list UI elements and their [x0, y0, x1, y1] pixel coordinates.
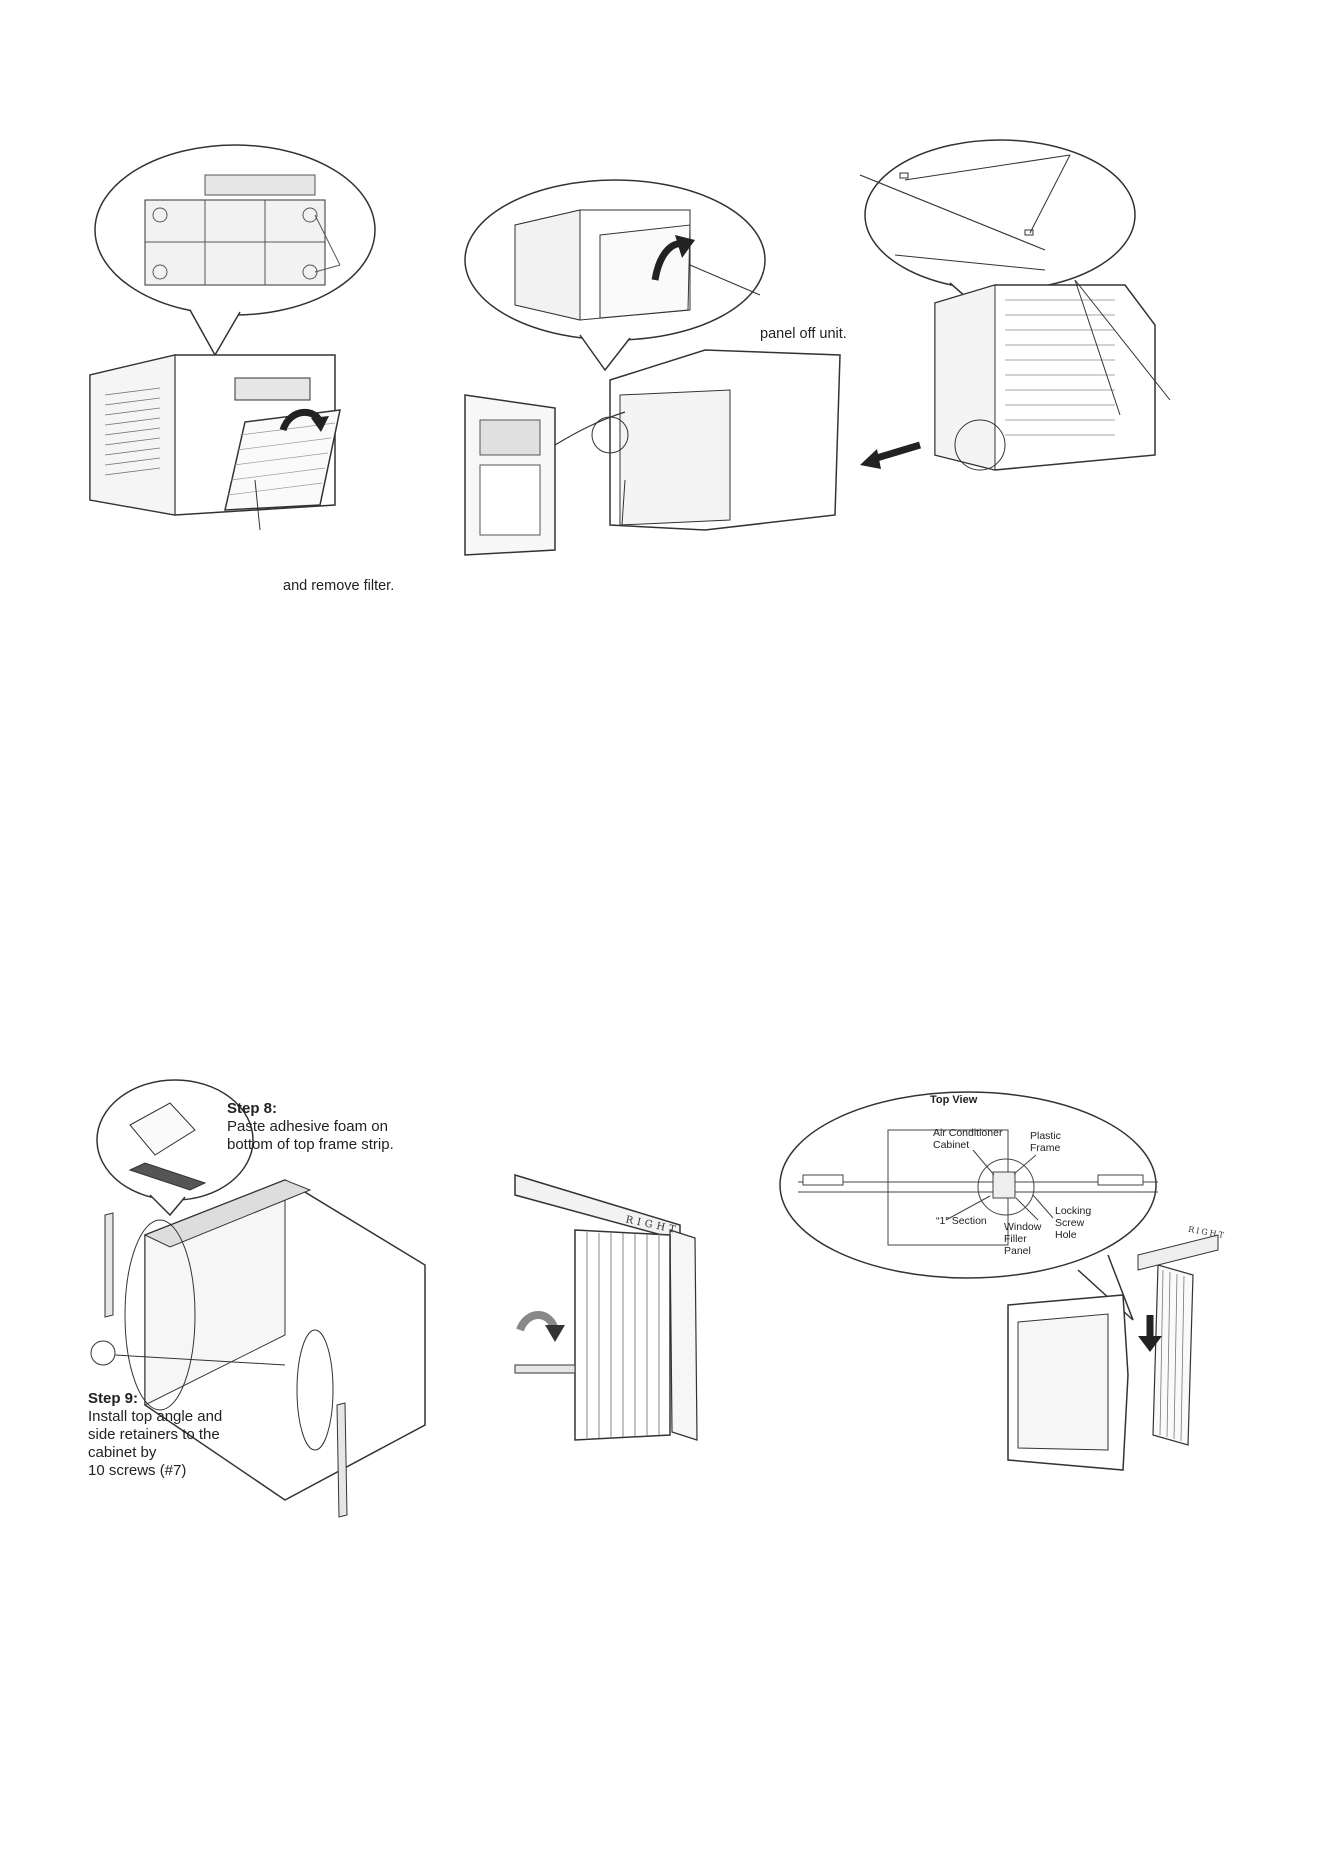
step-8-body: Paste adhesive foam on bottom of top fra… — [227, 1118, 394, 1154]
label-plastic-frame: Plastic Frame — [1030, 1130, 1061, 1154]
step-9-body: Install top angle and side retainers to … — [88, 1408, 222, 1480]
step-9: Step 9: Install top angle and side retai… — [88, 1390, 222, 1480]
label-filler-panel: Window Filler Panel — [1004, 1221, 1041, 1257]
label-cabinet: Air Conditioner Cabinet — [933, 1127, 1002, 1151]
figure-panel-off — [460, 180, 850, 570]
figure-top-view — [778, 1090, 1238, 1460]
step-8: Step 8: Paste adhesive foam on bottom of… — [227, 1100, 394, 1154]
label-locking-screw-hole: Locking Screw Hole — [1055, 1205, 1091, 1241]
figure-filler-panel — [505, 1170, 715, 1460]
figure-slide-chassis — [815, 155, 1215, 555]
caption-remove-filter: and remove filter. — [283, 577, 394, 595]
step-8-title: Step 8: — [227, 1100, 394, 1118]
top-view-title: Top View — [930, 1094, 977, 1106]
figure-remove-filter — [85, 160, 405, 560]
step-9-title: Step 9: — [88, 1390, 222, 1408]
label-section: “1” Section — [936, 1215, 987, 1227]
